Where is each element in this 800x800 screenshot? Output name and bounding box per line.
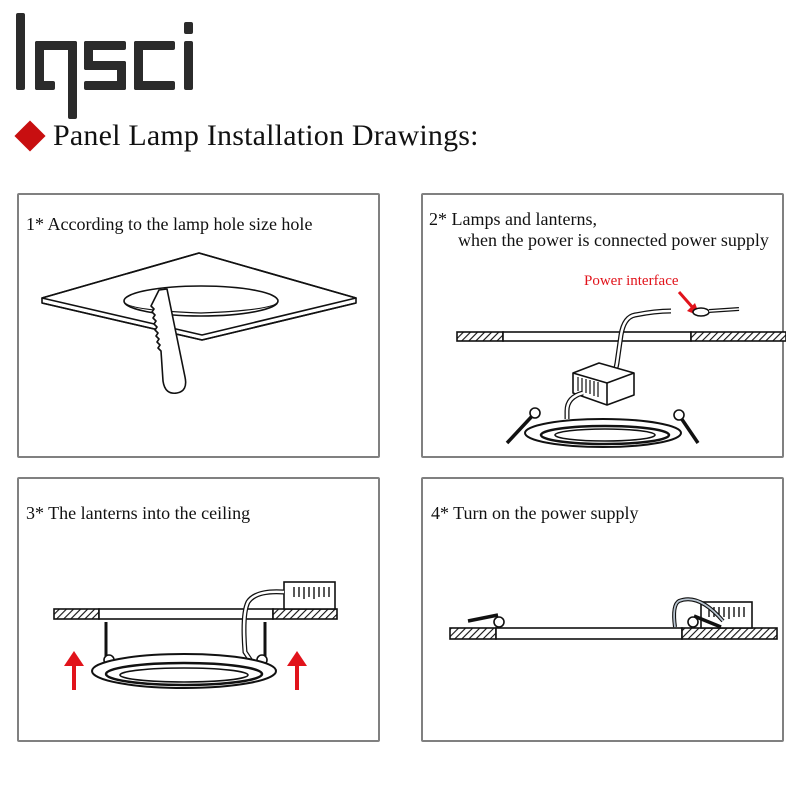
step-2-title: 2* Lamps and lanterns, when the power is… bbox=[429, 209, 769, 251]
up-arrow-icon bbox=[64, 651, 307, 690]
ceiling-cut-illustration bbox=[41, 252, 357, 395]
heading-title: Panel Lamp Installation Drawings: bbox=[53, 119, 479, 152]
step-panel-2: 2* Lamps and lanterns, when the power is… bbox=[421, 193, 786, 458]
insert-lamp-illustration bbox=[53, 581, 338, 690]
step-panel-1: 1* According to the lamp hole size hole bbox=[17, 193, 380, 458]
step-3-title: 3* The lanterns into the ceiling bbox=[26, 503, 251, 523]
step-2-title-line1: 2* Lamps and lanterns, bbox=[429, 209, 597, 229]
power-on-illustration bbox=[449, 597, 778, 640]
step-4-title: 4* Turn on the power supply bbox=[431, 503, 639, 523]
step-1-title: 1* According to the lamp hole size hole bbox=[26, 214, 313, 234]
step-panel-4: 4* Turn on the power supply bbox=[421, 477, 784, 742]
power-interface-label: Power interface bbox=[584, 273, 679, 289]
step-panel-3: 3* The lanterns into the ceiling bbox=[17, 477, 380, 742]
red-diamond-bullet-icon bbox=[14, 120, 46, 152]
section-heading: Panel Lamp Installation Drawings: bbox=[13, 116, 479, 156]
power-connection-illustration bbox=[456, 291, 786, 448]
brand-logo bbox=[16, 13, 193, 119]
step-2-title-line2: when the power is connected power supply bbox=[458, 230, 769, 250]
